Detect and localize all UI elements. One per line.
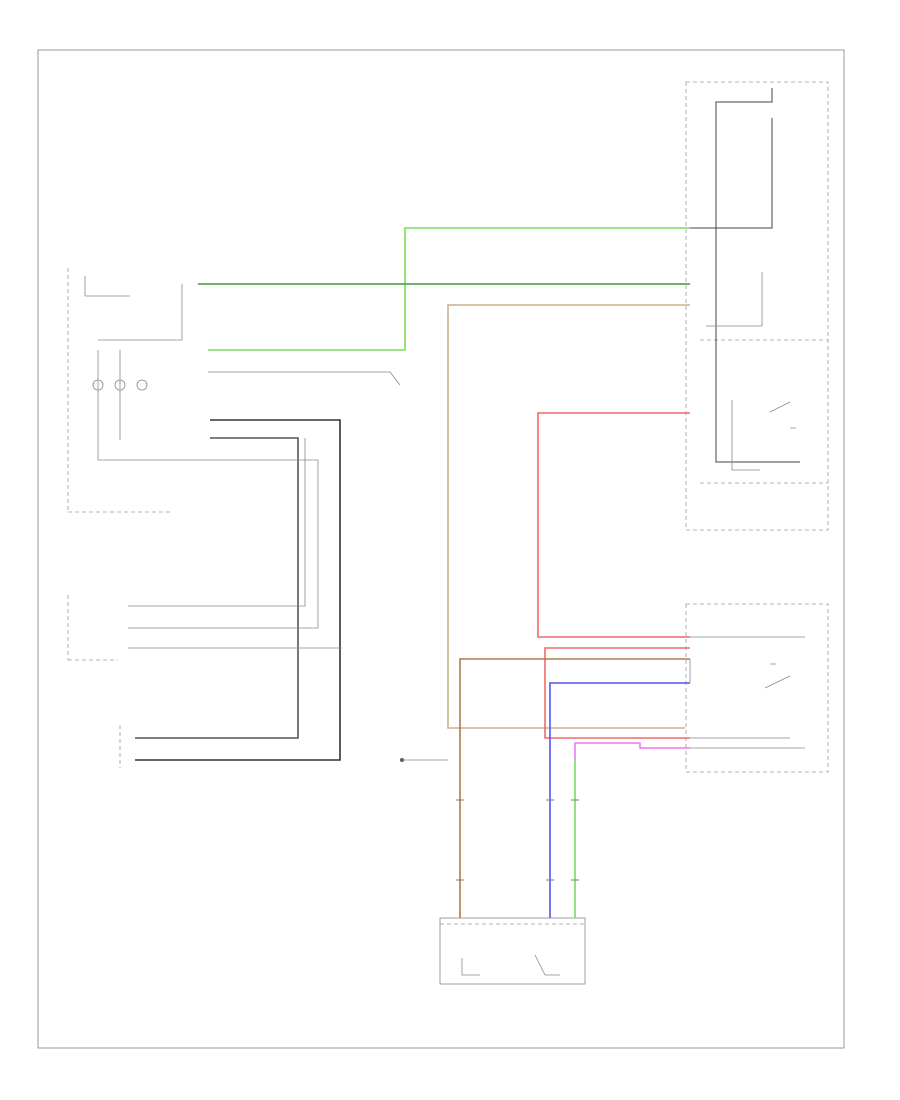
ground-point bbox=[400, 758, 448, 762]
wire-green-upper bbox=[208, 227, 690, 351]
central-electronic-module bbox=[685, 81, 829, 531]
wire-gray-1 bbox=[128, 459, 319, 629]
wire-central-internal-3 bbox=[706, 272, 763, 327]
central-switch-contact bbox=[769, 401, 796, 429]
connector-markers bbox=[456, 799, 579, 881]
rear-electronic-module bbox=[685, 603, 829, 773]
wire-gray-5 bbox=[97, 350, 210, 461]
wire-central-internal-2 bbox=[690, 118, 773, 229]
wire-gray-7 bbox=[98, 284, 183, 341]
wire-red-lower bbox=[544, 647, 690, 739]
diagram-border bbox=[37, 49, 845, 1049]
wire-black-2 bbox=[135, 419, 341, 761]
rear-switch-contact bbox=[764, 663, 791, 689]
wire-gray-2 bbox=[128, 438, 306, 607]
wire-blue bbox=[549, 682, 690, 918]
wire-pink bbox=[574, 742, 690, 760]
wire-central-internal bbox=[715, 88, 800, 463]
wire-red bbox=[537, 412, 690, 638]
wire-rear-internal bbox=[689, 636, 805, 749]
wire-black-1 bbox=[135, 437, 299, 739]
wire-brown bbox=[459, 658, 690, 918]
steering-wheel-switches bbox=[67, 268, 170, 513]
left-steering-wheel-switch bbox=[67, 595, 118, 661]
rear-wiper-motor bbox=[439, 917, 586, 985]
steering-switch-symbols bbox=[92, 379, 148, 391]
wire-gray-4 bbox=[208, 371, 401, 386]
wire-tan bbox=[447, 304, 690, 729]
wire-central-internal-4 bbox=[731, 400, 760, 471]
